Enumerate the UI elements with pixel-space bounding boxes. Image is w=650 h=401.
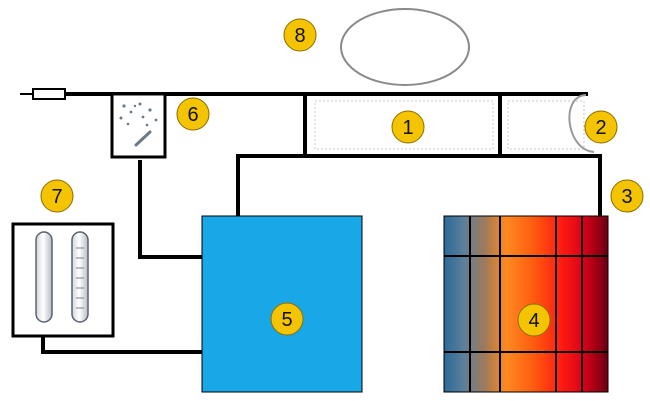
sensor-icon — [110, 92, 167, 159]
probe-icon — [11, 222, 115, 338]
expansion-vessel — [340, 8, 470, 86]
svg-text:6: 6 — [187, 104, 198, 126]
badge-3: 3 — [610, 179, 644, 213]
svg-text:2: 2 — [595, 117, 606, 139]
svg-text:7: 7 — [51, 186, 62, 208]
svg-text:8: 8 — [294, 25, 305, 47]
heat-exchanger — [443, 215, 609, 393]
badge-2: 2 — [584, 110, 618, 144]
svg-text:4: 4 — [528, 310, 539, 332]
badge-1: 1 — [391, 110, 425, 144]
coil-icon — [568, 94, 595, 153]
badge-8: 8 — [283, 18, 317, 52]
svg-text:1: 1 — [402, 117, 413, 139]
valve-icon — [20, 88, 66, 100]
badge-7: 7 — [40, 179, 74, 213]
chamber-outlines — [314, 100, 585, 150]
badge-6: 6 — [176, 97, 210, 131]
badge-5: 5 — [270, 302, 304, 336]
svg-text:3: 3 — [621, 186, 632, 208]
badge-4: 4 — [517, 303, 551, 337]
svg-text:5: 5 — [281, 309, 292, 331]
